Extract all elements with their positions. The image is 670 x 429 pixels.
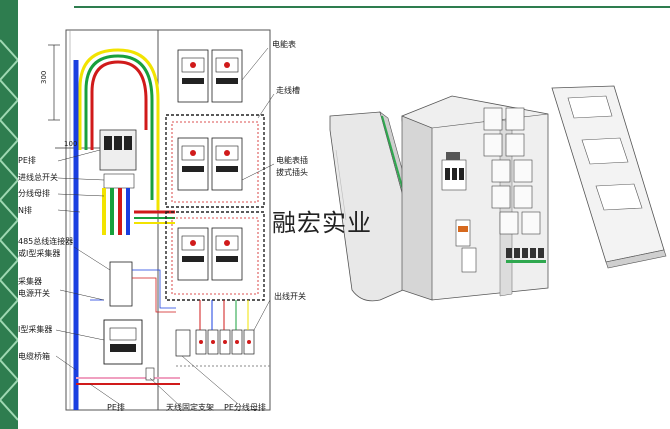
cabinet-main-breaker <box>441 152 467 191</box>
wire-duct-lower <box>165 211 265 301</box>
label-antenna-bracket: 天线固定支架 <box>166 403 214 412</box>
meter-top-1 <box>177 49 209 103</box>
pe-branch-bar <box>175 329 191 357</box>
label-485-connector-alt: 或I型采集器 <box>18 249 61 258</box>
label-pe-bar: PE排 <box>18 156 36 165</box>
label-meter-socket: 电能表插 <box>276 156 308 165</box>
phase-red-feeder <box>90 60 148 150</box>
outgoing-switches <box>195 329 255 355</box>
cabinet-right-panel <box>157 29 271 411</box>
label-cable-tray: 电缆桥箱 <box>18 352 50 361</box>
cabinet-small-breakers <box>455 219 477 273</box>
watermark-text: 融宏实业 <box>272 209 372 237</box>
label-485-connector: 485总线连接器 <box>18 237 74 246</box>
meter-low-1 <box>177 227 209 281</box>
label-pe-bar-bottom: PE排 <box>107 403 125 412</box>
label-wire-duct: 走线槽 <box>276 86 300 95</box>
meter-mid-2 <box>211 137 243 191</box>
type1-collector <box>103 319 143 365</box>
label-main-switch: 进线总开关 <box>18 173 58 182</box>
meter-mid-1 <box>177 137 209 191</box>
dim-100-label: 100 <box>64 140 78 148</box>
meter-top-2 <box>211 49 243 103</box>
phase-yellow-feeder <box>78 48 160 210</box>
decorative-side-strip <box>0 0 18 429</box>
label-branch-busbar: 分线母排 <box>18 189 50 198</box>
cabinet-green-rail <box>506 260 546 263</box>
bus-485-connector <box>109 261 133 307</box>
phase-green-feeder <box>84 54 154 200</box>
meter-low-2 <box>211 227 243 281</box>
cabinet-3d-render <box>329 85 667 302</box>
label-collector-power: 电源开关 <box>18 289 50 298</box>
cabinet-meter-sockets <box>483 107 541 235</box>
cabinet-outgoing-row <box>506 248 544 258</box>
antenna-bracket <box>145 367 155 381</box>
label-n-bar: N排 <box>18 206 32 215</box>
header-rule <box>74 6 670 8</box>
label-collector: 采集器 <box>18 277 42 286</box>
right-door <box>551 85 667 269</box>
label-meter-socket-plug: 拔式插头 <box>276 168 308 177</box>
label-outgoing-switch: 出线开关 <box>274 292 306 301</box>
label-type1-collector: I型采集器 <box>18 325 53 334</box>
wiring-diagram <box>48 29 275 411</box>
label-meter: 电能表 <box>272 40 296 49</box>
dim-300-label: 300 <box>40 70 48 84</box>
label-pe-branch-bar: PE分线母排 <box>224 403 266 412</box>
